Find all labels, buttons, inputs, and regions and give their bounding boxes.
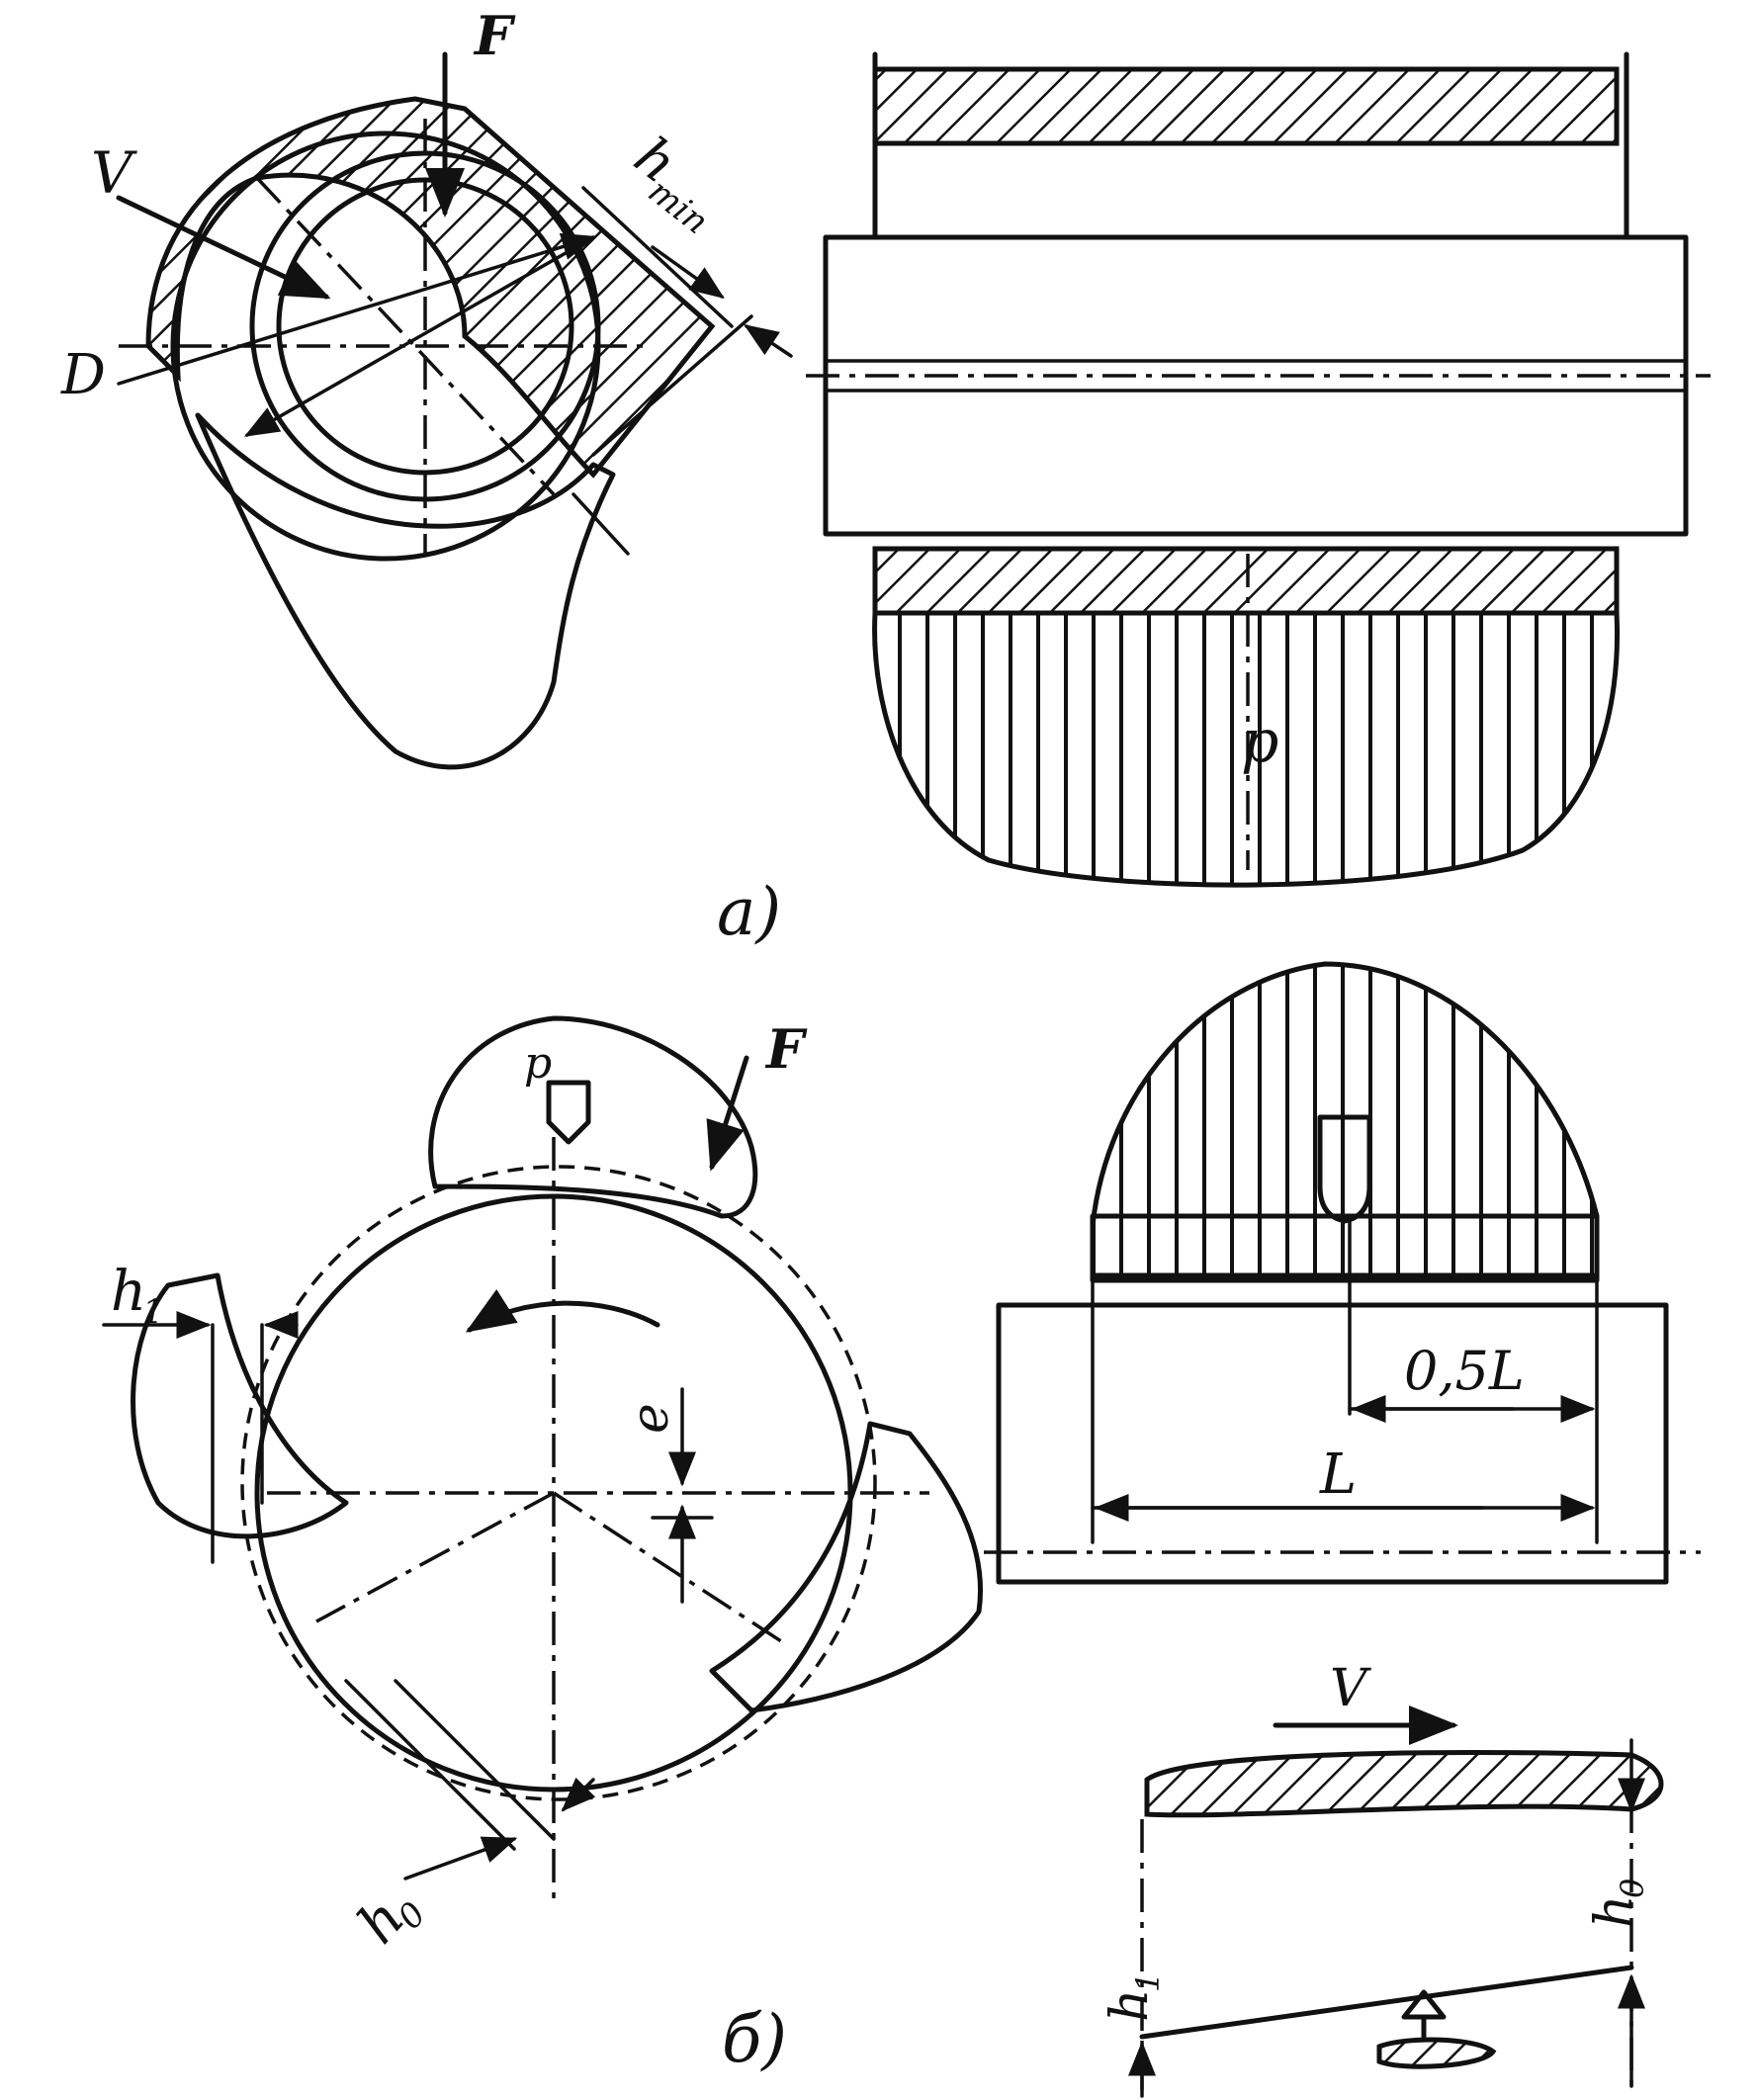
label-force-a: F — [473, 4, 516, 67]
label-wedge-h1-sub: 1 — [1129, 1972, 1167, 1992]
pad-right — [709, 1421, 983, 1713]
label-half-length: 0,5L — [1404, 1340, 1525, 1402]
label-h1-sub-b: 1 — [142, 1292, 164, 1332]
rotation-arrow-b — [465, 1288, 660, 1333]
label-velocity-b: V — [1330, 1659, 1371, 1718]
pivot-base-hatched — [1376, 2037, 1497, 2069]
label-wedge-h0-sub: 0 — [1614, 1879, 1651, 1898]
label-wedge-h1: h — [1100, 1989, 1160, 2023]
label-diameter-a: D — [60, 343, 106, 407]
pad-top — [428, 1015, 758, 1219]
fig-a-longitudinal — [806, 51, 1711, 888]
label-pressure-a: p — [1241, 707, 1278, 776]
pressure-diagram-a — [872, 610, 1621, 888]
label-pressure-b: p — [524, 1038, 552, 1089]
shaft-rect-b — [996, 1302, 1669, 1585]
slider-plate-hatched — [1144, 1750, 1664, 1818]
fig-b-pad-bearing — [102, 1015, 983, 1898]
fig-b-longitudinal — [984, 961, 1701, 1585]
fig-a-cross-section — [116, 51, 793, 770]
shaft-dashed-circle-b — [240, 1165, 877, 1801]
label-length: L — [1319, 1443, 1357, 1507]
bush-top-hatched — [872, 66, 1620, 146]
label-velocity-a: V — [91, 139, 137, 207]
label-wedge-h0: h — [1585, 1895, 1644, 1929]
caption-b: б) — [722, 2001, 787, 2077]
force-arrow-b — [706, 1055, 749, 1172]
diameter-dim-line — [117, 232, 597, 386]
bush-bottom-hatched — [872, 546, 1620, 616]
pad-grid-band-b — [1090, 1213, 1600, 1283]
velocity-arrow-a — [116, 195, 331, 300]
label-e-b: e — [621, 1403, 680, 1434]
caption-a: а) — [717, 874, 781, 950]
label-force-b: F — [764, 1017, 808, 1081]
pad-surface-b — [1139, 1965, 1634, 2040]
shaft-body — [823, 234, 1689, 537]
label-h1-b: h — [111, 1260, 146, 1324]
pressure-lobe-a — [195, 412, 616, 770]
fig-b-wedge — [1128, 1706, 1664, 2098]
fig-b-labels-left: p F h 1 e h 0 — [111, 1017, 808, 1956]
